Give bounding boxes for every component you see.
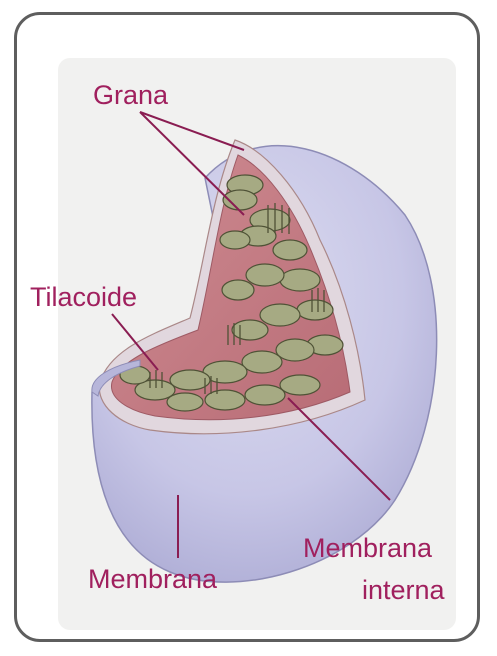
granum: [273, 240, 307, 260]
granum: [167, 393, 203, 411]
granum: [220, 231, 250, 249]
granum: [260, 304, 300, 326]
granum: [246, 264, 284, 286]
granum: [232, 320, 268, 340]
label-grana: Grana: [93, 80, 168, 110]
granum: [280, 269, 320, 291]
grana-leader-1: [140, 112, 244, 150]
granum: [170, 370, 210, 390]
granum: [297, 300, 333, 320]
granum: [222, 280, 254, 300]
granum: [280, 375, 320, 395]
label-membrana-interna-line2: interna: [362, 575, 445, 605]
label-tilacoide: Tilacoide: [30, 282, 137, 312]
granum: [245, 385, 285, 405]
label-membrana-interna-line1: Membrana: [303, 533, 432, 563]
granum: [242, 351, 282, 373]
label-membrana: Membrana: [88, 564, 217, 594]
granum: [276, 339, 314, 361]
